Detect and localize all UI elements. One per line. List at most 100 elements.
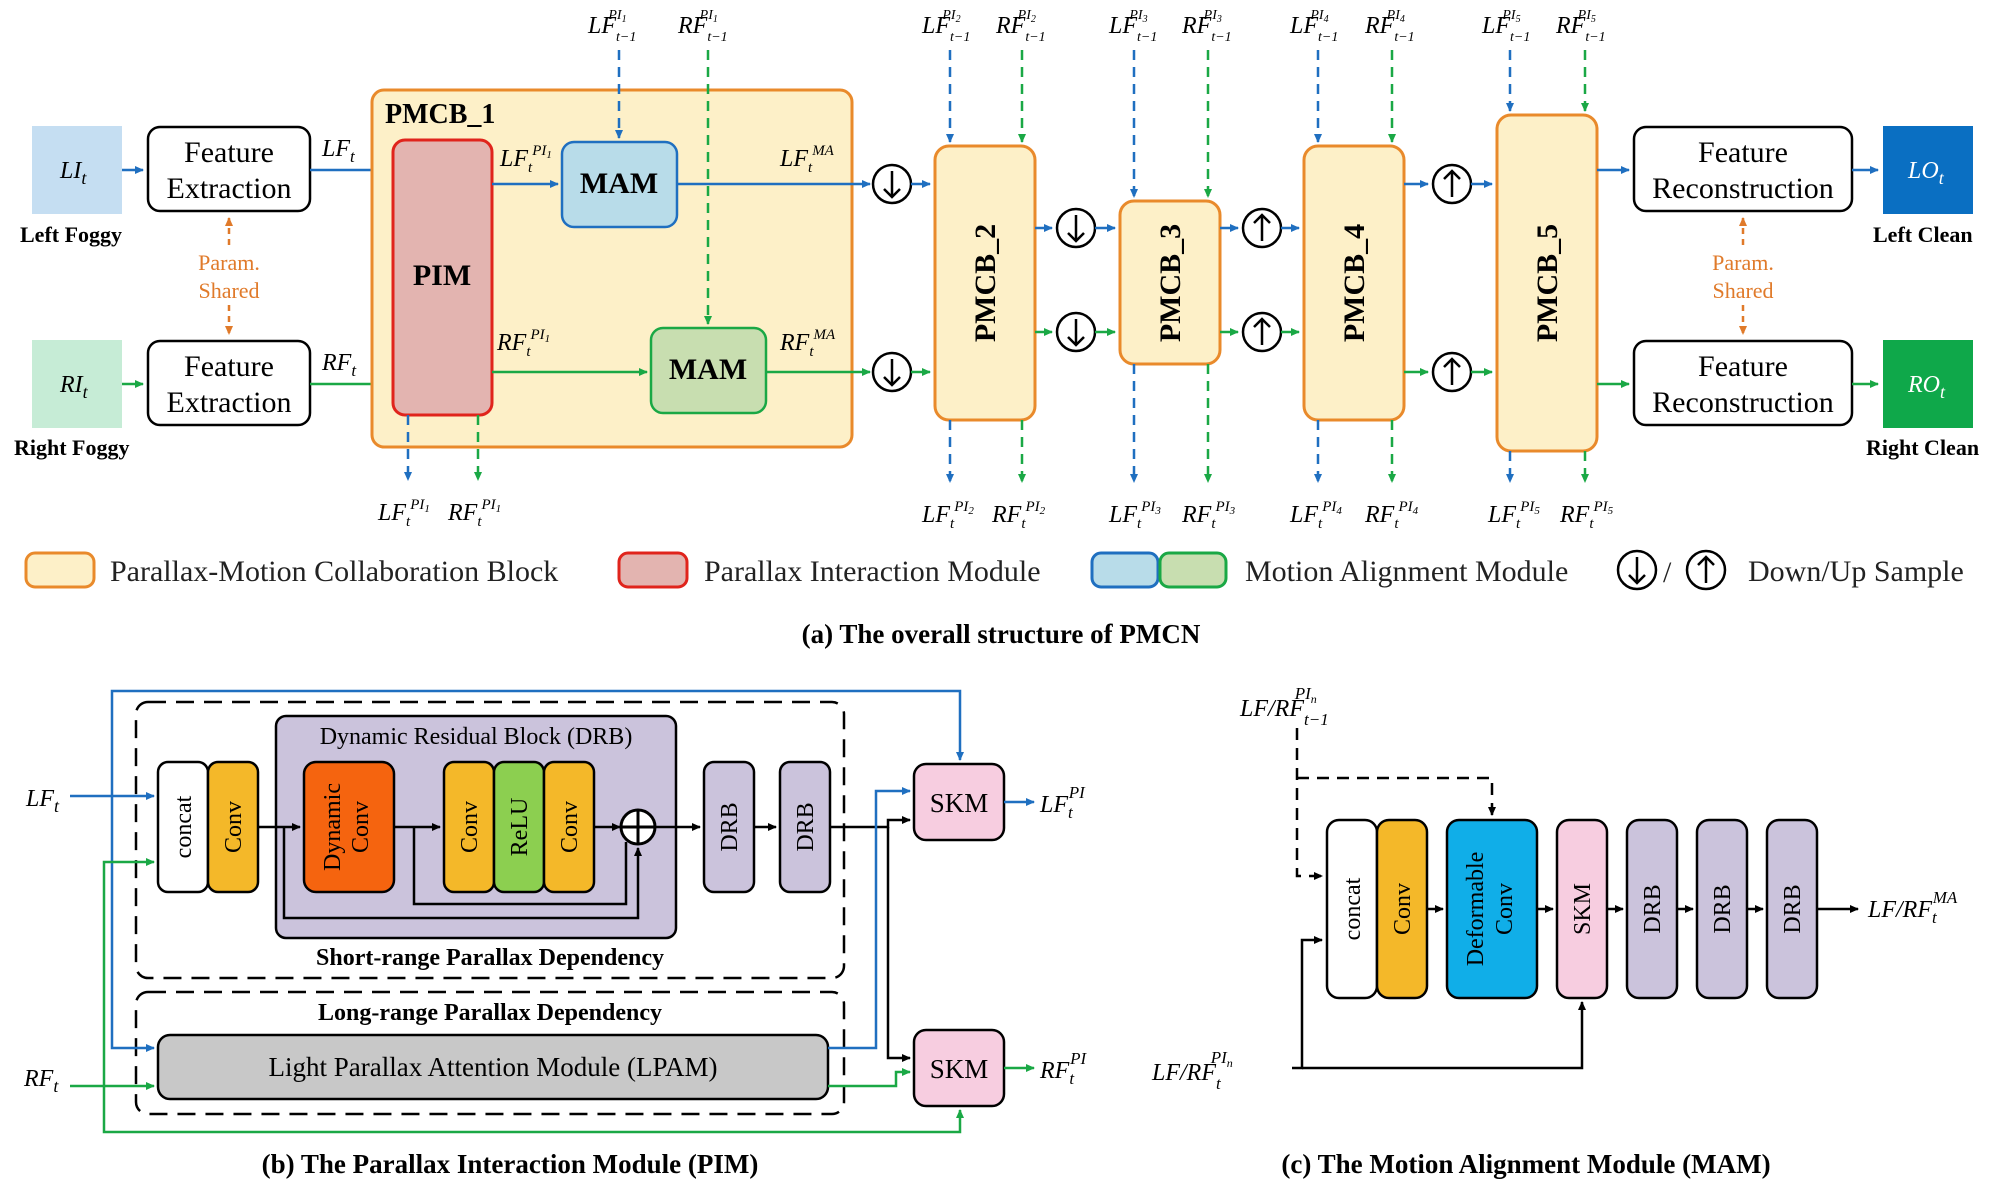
rf-t-1-pi1-label: RFt−1PI1 <box>677 8 728 45</box>
rf-t-1-pi3-label: RFt−1PI3 <box>1181 8 1232 45</box>
legend-pmcb-swatch <box>24 551 96 589</box>
rf-t-label: RFt <box>321 350 357 380</box>
pmcb-2-label: PMCB_2 <box>969 224 1002 342</box>
left-foggy-label: Left Foggy <box>20 222 122 247</box>
left-clean-output-box <box>1883 126 1973 214</box>
lf-t-1-pi5-label: LFt−1PI5 <box>1481 8 1530 45</box>
rf-ma-label: RFtMA <box>779 327 836 360</box>
mam-skm-label: SKM <box>1570 883 1596 935</box>
legend-mam-label: Motion Alignment Module <box>1245 555 1568 588</box>
legend: Parallax-Motion Collaboration Block Para… <box>24 549 1964 591</box>
concat-label: concat <box>171 795 197 858</box>
lpam-block <box>156 1033 830 1101</box>
short-range-label: Short-range Parallax Dependency <box>316 945 664 971</box>
lf-t-1-pi4-label: LFt−1PI4 <box>1289 8 1338 45</box>
up-sample-icon <box>1431 351 1473 393</box>
mam-concat-label: concat <box>1340 877 1366 940</box>
rf-t-1-pi4-label: RFt−1PI4 <box>1364 8 1415 45</box>
feature-extraction-right-line2: Extraction <box>167 386 292 419</box>
pim-rf-input-label: RFt <box>23 1066 59 1096</box>
pmcb-3-prev-inputs: LFt−1PI3 RFt−1PI3 <box>1108 8 1232 198</box>
mam-bottom-module <box>649 326 768 415</box>
lf-pi4-out-label: LFtPI4 <box>1289 499 1342 532</box>
feature-extraction-left-line1: Feature <box>184 136 274 169</box>
pmcb-4-block <box>1302 144 1406 422</box>
long-range-label: Long-range Parallax Dependency <box>318 1000 662 1026</box>
panel-b-pim: Short-range Parallax Dependency Long-ran… <box>23 689 1087 1134</box>
right-clean-output-box <box>1883 340 1973 428</box>
right-clean-label: Right Clean <box>1866 435 1979 460</box>
rf-pi1-out-label: RFtPI1 <box>447 497 501 530</box>
rf-pi1-label: RFtPI1 <box>496 327 550 360</box>
pim-label: PIM <box>413 259 471 292</box>
mam-drb-1-label: DRB <box>1640 884 1666 933</box>
pmcb-3-block <box>1118 199 1222 366</box>
rf-pi2-out-label: RFtPI2 <box>991 499 1046 532</box>
rf-pi-output-label: RFtPI <box>1039 1049 1087 1088</box>
mam-conv-label: Conv <box>1390 883 1416 935</box>
feature-reconstruction-left-l2: Reconstruction <box>1652 172 1834 205</box>
right-foggy-label: Right Foggy <box>14 435 130 460</box>
lf-pi2-out-label: LFtPI2 <box>921 499 974 532</box>
lf-pi1-out-label: LFtPI1 <box>377 497 430 530</box>
feature-extraction-left-line2: Extraction <box>167 172 292 205</box>
feature-reconstruction-right-l1: Feature <box>1698 350 1788 383</box>
param-shared-right-l1: Param. <box>1712 250 1774 275</box>
left-foggy-input-box <box>32 126 122 214</box>
left-foggy-input-symbol: LIt <box>59 158 87 188</box>
param-shared-right-l2: Shared <box>1712 278 1773 303</box>
legend-pim-label: Parallax Interaction Module <box>704 555 1041 588</box>
feature-extraction-right-line1: Feature <box>184 350 274 383</box>
legend-mam-blue-swatch <box>1090 551 1160 589</box>
conv-label: Conv <box>221 801 247 853</box>
legend-mam-green-swatch <box>1158 551 1228 589</box>
drb-title: Dynamic Residual Block (DRB) <box>320 724 633 750</box>
feature-reconstruction-left-l1: Feature <box>1698 136 1788 169</box>
pmcb-5-pi-outputs: LFtPI5 RFtPI5 <box>1487 451 1614 532</box>
legend-slash: / <box>1663 556 1672 589</box>
pmcb-4-pi-outputs: LFtPI4 RFtPI4 <box>1289 420 1419 532</box>
pmcb-5-prev-inputs: LFt−1PI5 RFt−1PI5 <box>1481 8 1606 112</box>
skm-bottom-label: SKM <box>930 1054 989 1084</box>
pmcb-4-prev-inputs: LFt−1PI4 RFt−1PI4 <box>1289 8 1415 143</box>
pmcb-1-title: PMCB_1 <box>385 99 495 130</box>
pim-module <box>391 138 494 417</box>
up-sample-icon <box>1241 207 1283 249</box>
pmcb-4-label: PMCB_4 <box>1338 224 1371 342</box>
lf-t-1-pi1-label: LFt−1PI1 <box>587 8 636 45</box>
legend-sample-label: Down/Up Sample <box>1748 555 1964 588</box>
legend-down-sample-icon <box>1616 549 1658 591</box>
mam-bottom-label: MAM <box>669 353 747 386</box>
lf-t-1-pi2-label: LFt−1PI2 <box>921 8 970 45</box>
param-shared-left-l2: Shared <box>198 278 259 303</box>
dynamic-conv-label-l2: Conv <box>348 801 374 853</box>
down-sample-icon <box>871 351 913 393</box>
pmcb-3-pi-outputs: LFtPI3 RFtPI3 <box>1108 364 1236 532</box>
right-foggy-input-box <box>32 340 122 428</box>
mam-prev-input-label: LF/RFt−1PIn <box>1239 684 1329 729</box>
lf-pi5-out-label: LFtPI5 <box>1487 499 1540 532</box>
mam-drb-2-label: DRB <box>1710 884 1736 933</box>
up-sample-icon <box>1431 163 1473 205</box>
panel-c-mam: LF/RFt−1PIn concat Conv Deformable Conv … <box>1151 684 1958 1093</box>
dynamic-conv-label-l1: Dynamic <box>320 783 346 871</box>
rf-pi4-out-label: RFtPI4 <box>1364 499 1419 532</box>
skm-top-label: SKM <box>930 788 989 818</box>
down-sample-icon <box>1055 207 1097 249</box>
panel-b-caption: (b) The Parallax Interaction Module (PIM… <box>262 1149 759 1179</box>
rf-pi3-out-label: RFtPI3 <box>1181 499 1236 532</box>
deformable-conv-label-l2: Conv <box>1492 883 1518 935</box>
panel-a-overall-structure: LIt Left Foggy RIt Right Foggy Feature E… <box>14 8 1979 532</box>
panel-a-caption: (a) The overall structure of PMCN <box>802 619 1201 649</box>
mam-current-input-label: LF/RFtPIn <box>1151 1048 1233 1093</box>
rf-pi5-out-label: RFtPI5 <box>1559 499 1614 532</box>
lf-pi1-label: LFtPI1 <box>499 143 552 176</box>
pmcb-3-label: PMCB_3 <box>1154 224 1187 342</box>
lf-t-label: LFt <box>321 136 356 166</box>
mam-output-label: LF/RFtMA <box>1867 888 1958 927</box>
panel-c-caption: (c) The Motion Alignment Module (MAM) <box>1281 1149 1770 1179</box>
lf-ma-label: LFtMA <box>779 143 835 176</box>
lpam-label: Light Parallax Attention Module (LPAM) <box>269 1052 718 1082</box>
param-shared-left-l1: Param. <box>198 250 260 275</box>
